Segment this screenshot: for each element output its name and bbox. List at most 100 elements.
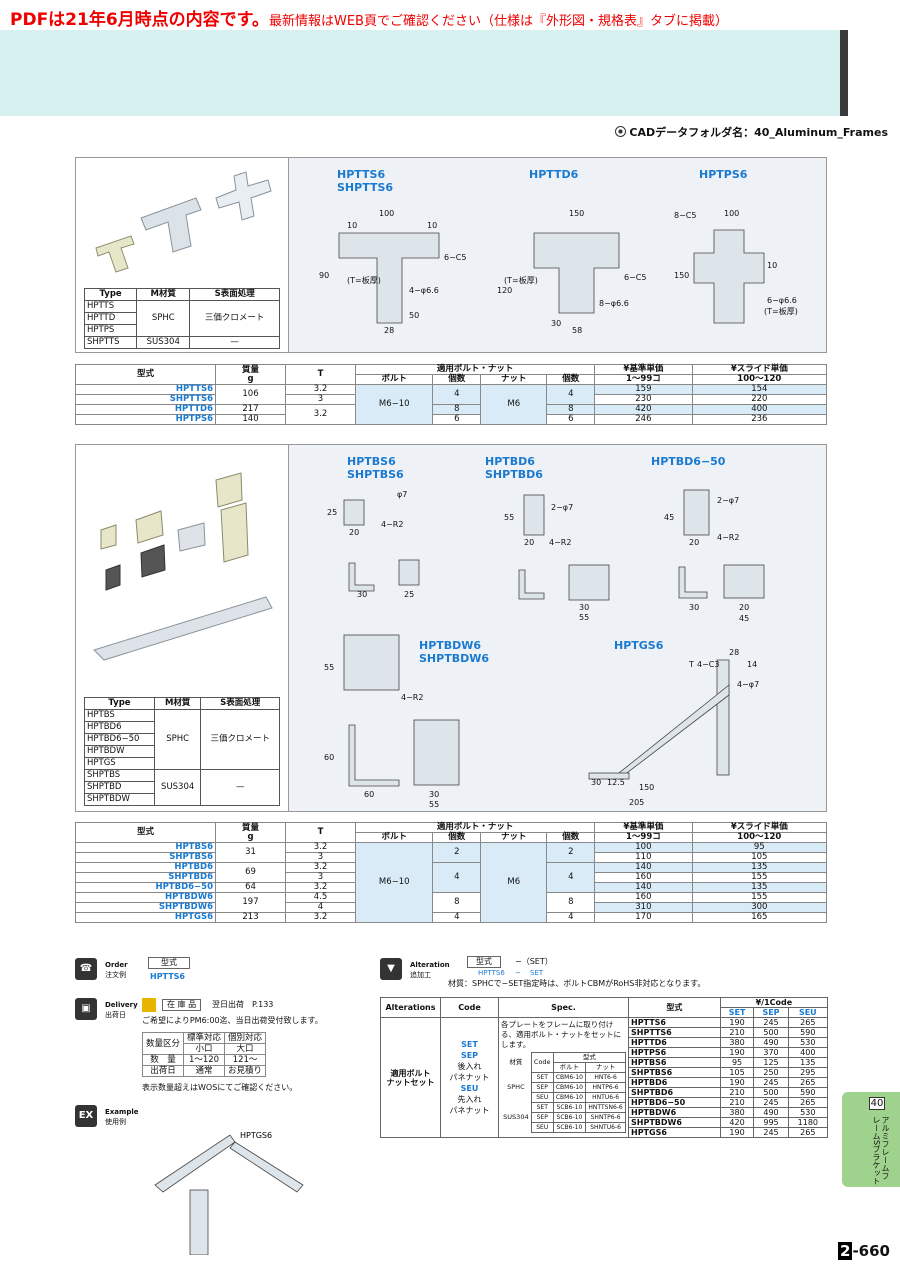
sub-cell: SHNTU6-6 (585, 1122, 626, 1133)
at-price: 245 (753, 1127, 789, 1138)
dim-label: 28 (384, 326, 394, 335)
alteration-sub: 追加工 (410, 971, 431, 979)
dim-label: 10 (767, 261, 777, 270)
at-head: ¥/1Code (719, 997, 829, 1008)
code-desc: 先入れ (457, 1095, 482, 1104)
at-price: 245 (753, 1097, 789, 1108)
t-cell: 3.2 (285, 912, 356, 923)
t-cell: 3 (285, 852, 356, 863)
example-drawing: HPTGS6 (154, 1131, 304, 1255)
qty-cell: 4 (546, 912, 596, 923)
dt-head: 個別対応 (224, 1032, 267, 1044)
dt-cell: 121〜 (224, 1054, 267, 1066)
th-slide: ¥スライド単価 (691, 364, 828, 375)
dim-label: 20 (689, 538, 699, 547)
cad-folder-text: CADデータフォルダ名：40_Aluminum_Frames (629, 126, 888, 139)
sub-head: ナット (585, 1062, 626, 1073)
th-t: T (285, 364, 356, 385)
base-price-cell: 159 (594, 384, 693, 395)
model-cell: HPTBS6 (75, 842, 216, 853)
at-price: 210 (719, 1027, 755, 1038)
chapter-tab[interactable]: 40 アルミフレームフレームSブラケット (842, 1092, 900, 1187)
at-price: 590 (787, 1027, 829, 1038)
dim-label: 10 (427, 221, 437, 230)
sub-cell: CBM6-10 (552, 1092, 587, 1103)
dim-label: 14 (747, 660, 757, 669)
sub-mat: SUS304 (503, 1113, 529, 1121)
alteration-ex: HPTTS6 (478, 969, 505, 977)
tool-icon: ▼ (380, 958, 402, 980)
slide-price-cell: 236 (691, 414, 828, 425)
sub-cell: SEP (530, 1112, 554, 1123)
dim-label: (T=板厚) (504, 275, 538, 285)
spec-mat: SUS304 (153, 769, 202, 806)
mass-cell: 217 (215, 404, 286, 415)
th-slide: ¥スライド単価 (691, 822, 828, 833)
at-price: 190 (719, 1047, 755, 1058)
spec-type: HPTBD6 (84, 721, 155, 734)
qty-cell: 8 (432, 892, 482, 913)
part-name: SHPTBD6 (485, 468, 543, 481)
dt-cell: 通常 (183, 1065, 226, 1077)
base-price-cell: 170 (594, 912, 693, 923)
base-price-cell: 310 (594, 902, 693, 913)
dim-label: 60 (364, 790, 374, 799)
order-sub: 注文例 (105, 971, 126, 979)
spec-type: HPTBDW (84, 745, 155, 758)
at-price: 190 (719, 1127, 755, 1138)
t-cell: 3.2 (285, 842, 356, 853)
th-qty: 個数 (432, 374, 482, 385)
spec-type: HPTBS (84, 709, 155, 722)
mass-cell: 197 (215, 892, 286, 913)
cad-folder-label: CADデータフォルダ名：40_Aluminum_Frames (615, 124, 888, 140)
dt-head: 標準対応 (183, 1032, 226, 1044)
at-price: 1180 (787, 1117, 829, 1128)
page-num: -660 (852, 1242, 890, 1260)
th-bolt-group: 適用ボルト・ナット (354, 822, 596, 833)
part-name: HPTTS6 (337, 168, 386, 181)
th-nut: ナット (480, 832, 548, 843)
mass-cell: 106 (215, 384, 286, 405)
at-model: HPTGS6 (628, 1127, 721, 1138)
page-section: 2 (838, 1242, 853, 1260)
mass-cell: 31 (215, 842, 286, 863)
dt-head: 大口 (224, 1043, 267, 1055)
qty-cell: 4 (432, 384, 482, 405)
at-price: 250 (753, 1067, 789, 1078)
part-name: SHPTBS6 (347, 468, 404, 481)
dt-cell: 出荷日 (141, 1065, 185, 1077)
dt-cell: 数 量 (141, 1054, 185, 1066)
th-mass-unit: g (247, 373, 254, 384)
at-price: 420 (719, 1117, 755, 1128)
at-price: 265 (787, 1077, 829, 1088)
at-price: 190 (719, 1077, 755, 1088)
model-cell: HPTBDW6 (75, 892, 216, 903)
dim-label: 4−R2 (401, 693, 423, 702)
base-price-cell: 100 (594, 842, 693, 853)
spec-head-surf: S表面処理 (200, 697, 280, 710)
alteration-note: 材質：SPHCで−SET指定時は、ボルトCBMがRoHS非対応となります。 (448, 979, 706, 988)
sub-cell: SEP (530, 1082, 554, 1093)
th-mass-unit: g (247, 831, 254, 842)
th-qty2: 個数 (546, 374, 596, 385)
at-model: HPTTS6 (628, 1017, 721, 1028)
mass-cell: 69 (215, 862, 286, 883)
spec-head-type: Type (83, 288, 138, 301)
order-model-box: 型式 (148, 957, 190, 969)
qty-cell: 4 (432, 862, 482, 893)
code-set: SET (461, 1040, 478, 1049)
at-price: 995 (753, 1117, 789, 1128)
at-price: 400 (787, 1047, 829, 1058)
notice-banner: PDFは21年6月時点の内容です。最新情報はWEB頁でご確認ください（仕様は『外… (10, 5, 850, 29)
code-sep: SEP (460, 1051, 479, 1060)
qty-cell: 6 (432, 414, 482, 425)
at-title: 適用ボルト ナットセット (380, 1017, 441, 1138)
t-cell: 3.2 (285, 404, 356, 425)
dim-label: 6−C5 (624, 273, 646, 282)
